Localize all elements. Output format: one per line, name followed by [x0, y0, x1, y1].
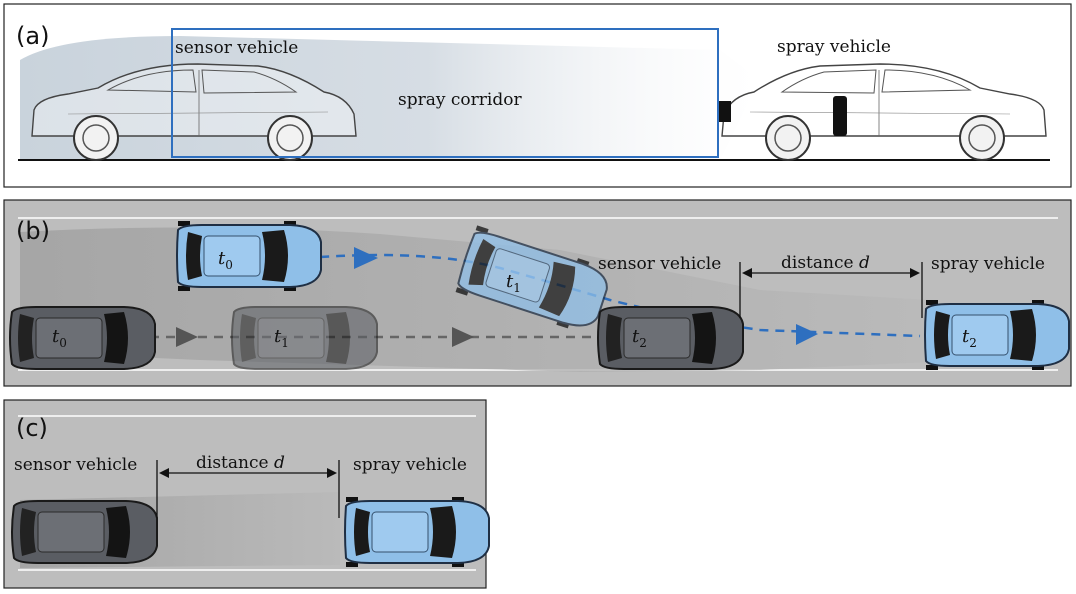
spray-vehicle-label: spray vehicle [931, 254, 1045, 274]
sensor-car-t0 [9, 306, 156, 370]
distance-arrow-left [159, 468, 169, 478]
sensor-car-t2 [597, 306, 744, 370]
sensor-vehicle-label: sensor vehicle [175, 38, 298, 58]
time-label-sensor-t1: t1 [274, 326, 289, 350]
spray-car-t0 [176, 220, 322, 292]
sensor-vehicle-label: sensor vehicle [14, 455, 137, 475]
sensor-vehicle-label: sensor vehicle [598, 254, 721, 274]
panel-c-label: (c) [16, 414, 48, 442]
time-label-sensor-t2: t2 [632, 326, 647, 350]
panel-b-label: (b) [16, 217, 50, 245]
distance-arrow-right [910, 268, 920, 278]
spray-path-arrow-1 [354, 247, 378, 269]
sensor-path-arrow-2 [452, 327, 474, 347]
sensor-car [11, 500, 158, 564]
spray-car [344, 496, 490, 568]
spray-corridor-label: spray corridor [398, 90, 522, 110]
panel-c: distance d (c) sensor vehicle spray vehi… [3, 399, 490, 589]
time-label-spray-t0: t0 [218, 248, 233, 272]
sensor-car-t1 [231, 306, 378, 370]
spray-path-arrow-2 [796, 324, 818, 345]
panel-a: (a) sensor vehicle spray vehicle spray c… [3, 3, 1072, 188]
spray-nozzle-side [833, 96, 847, 136]
time-label-spray-t1: t1 [506, 271, 521, 295]
spray-vehicle-label: spray vehicle [353, 455, 467, 475]
panel-b: t0 t1 t2 t0 t1 t2 distance d (b) sensor … [3, 199, 1072, 387]
panel-a-label: (a) [16, 22, 49, 50]
time-label-sensor-t0: t0 [52, 326, 67, 350]
distance-arrow-left [742, 268, 752, 278]
sensor-path-arrow-1 [176, 327, 198, 347]
spray-vehicle-label: spray vehicle [777, 37, 891, 57]
spray-nozzle-rear [719, 101, 731, 122]
spray-car-t2 [924, 299, 1070, 371]
distance-label: distance d [781, 253, 870, 273]
time-label-spray-t2: t2 [962, 326, 977, 350]
distance-arrow-right [327, 468, 337, 478]
distance-label: distance d [196, 453, 285, 473]
spray-corridor-box [171, 28, 719, 158]
